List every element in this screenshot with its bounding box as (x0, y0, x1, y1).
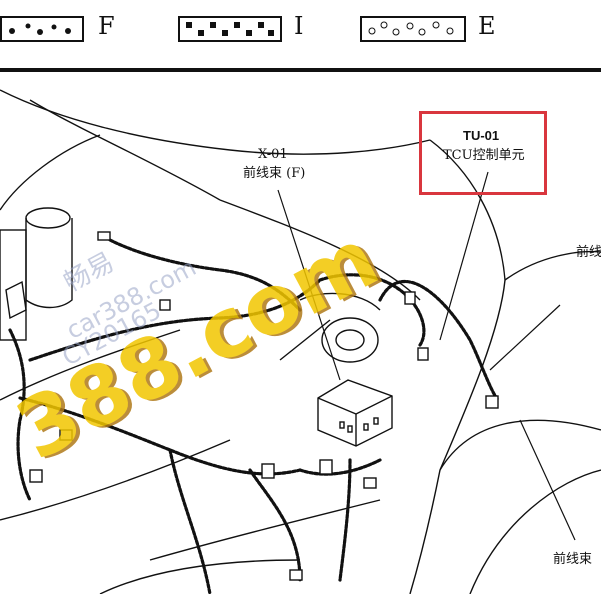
legend-letter-i: I (294, 12, 304, 40)
x01-code-label: X-01 (258, 147, 288, 162)
right-top-harness-label: 前线 (576, 245, 601, 260)
checker-pattern-icon (186, 22, 274, 36)
header-rule (0, 68, 601, 72)
legend-letter-f: F (98, 12, 115, 40)
legend-swatch-f (0, 16, 84, 42)
tu01-highlight-box (419, 111, 547, 195)
dot-pattern-icon (9, 23, 71, 35)
legend-swatch-e (360, 16, 466, 42)
tu01-name-label: TCU控制单元 (443, 148, 525, 163)
circle-pattern-icon (368, 21, 454, 36)
tu01-code-label: TU-01 (463, 128, 500, 143)
x01-name-label: 前线束 (F) (243, 166, 306, 181)
legend-swatch-i (178, 16, 282, 42)
legend-letter-e: E (478, 12, 496, 40)
right-bottom-harness-label: 前线束 (553, 552, 593, 567)
